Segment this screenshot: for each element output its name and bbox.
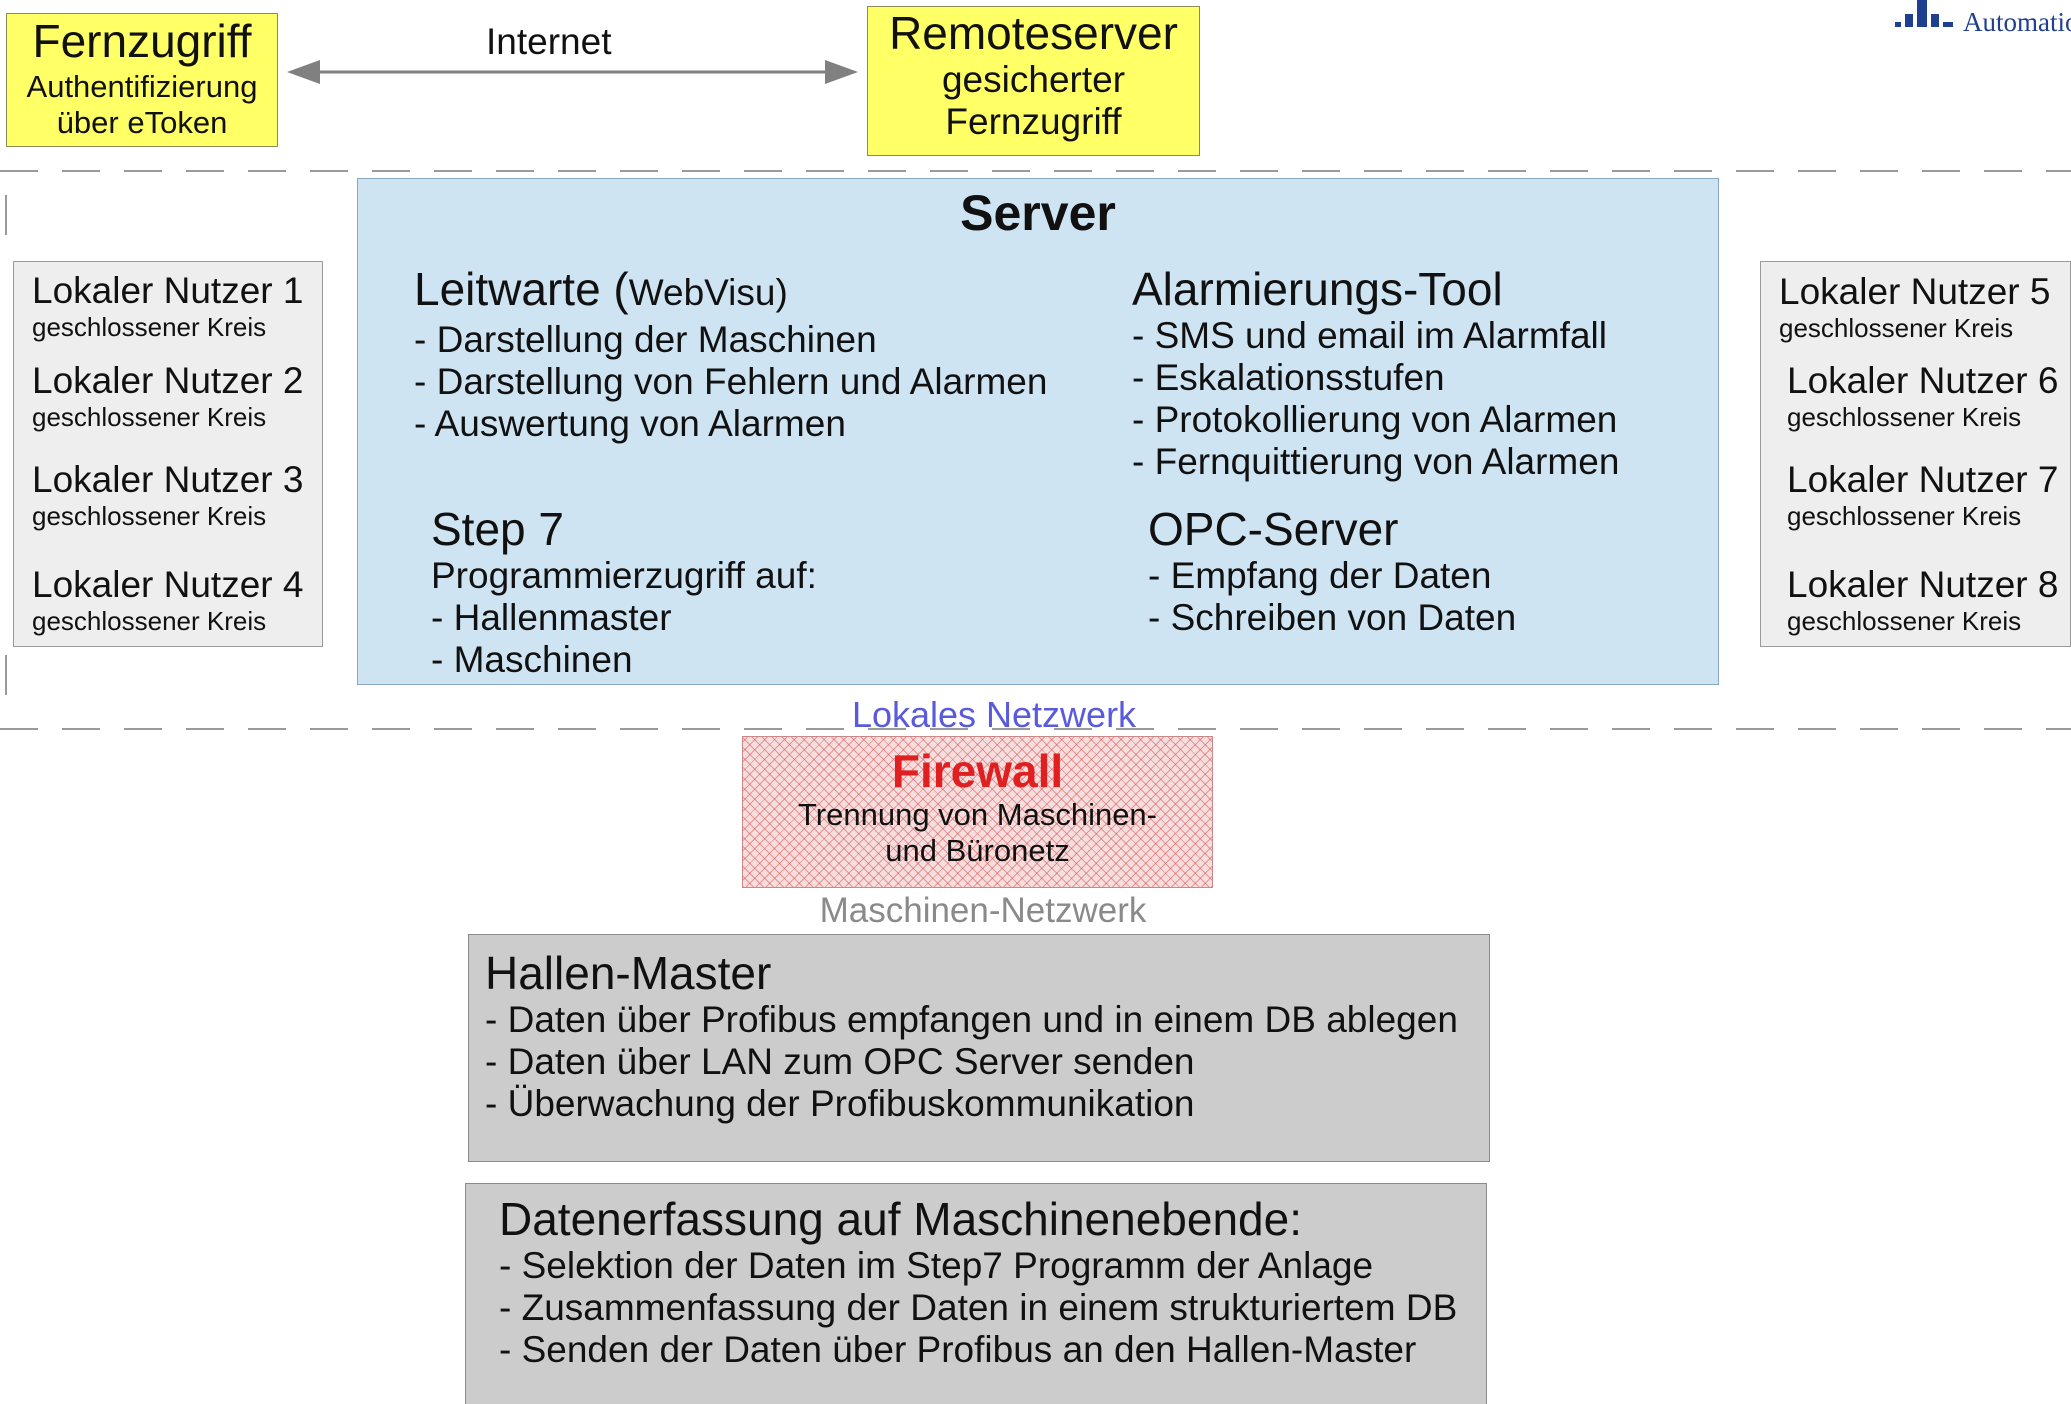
fernzugriff-line2: über eToken	[56, 105, 228, 141]
server-box: Server Leitwarte (WebVisu) - Darstellung…	[357, 178, 1719, 685]
firewall-box: Firewall Trennung von Maschinen- und Bür…	[742, 736, 1213, 888]
opc-section: OPC-Server - Empfang der Daten - Schreib…	[1148, 503, 1516, 639]
step7-item: - Hallenmaster	[431, 597, 672, 638]
leitwarte-title: Leitwarte (	[414, 263, 629, 315]
firewall-line1: Trennung von Maschinen-	[798, 797, 1157, 832]
local-user-sub: geschlossener Kreis	[32, 401, 267, 432]
remoteserver-line1: gesicherter	[941, 59, 1126, 100]
alarmierung-item: - SMS und email im Alarmfall	[1132, 315, 1607, 356]
local-user-sub: geschlossener Kreis	[32, 605, 267, 636]
local-user-6: Lokaler Nutzer 6 geschlossener Kreis	[1787, 360, 2058, 432]
alarmierung-title: Alarmierungs-Tool	[1132, 263, 1503, 315]
step7-title: Step 7	[431, 503, 564, 555]
step7-section: Step 7 Programmierzugriff auf: - Hallenm…	[431, 503, 817, 681]
leitwarte-item: - Darstellung von Fehlern und Alarmen	[414, 361, 1048, 402]
internet-label: Internet	[486, 21, 612, 62]
logo-bars-icon	[1895, 0, 1953, 27]
fernzugriff-line1: Authentifizierung	[26, 69, 258, 105]
hallen-master-item: - Daten über Profibus empfangen und in e…	[485, 999, 1458, 1040]
lokales-netzwerk-label: Lokales Netzwerk	[851, 694, 1137, 735]
local-user-name: Lokaler Nutzer 8	[1787, 564, 2059, 605]
local-user-name: Lokaler Nutzer 1	[32, 270, 304, 311]
local-user-7: Lokaler Nutzer 7 geschlossener Kreis	[1787, 459, 2058, 531]
leitwarte-title-suffix: WebVisu)	[628, 272, 788, 313]
firewall-line2: und Büronetz	[885, 833, 1070, 868]
local-user-name: Lokaler Nutzer 5	[1779, 271, 2051, 312]
step7-item: - Maschinen	[431, 639, 633, 680]
hallen-master-title: Hallen-Master	[485, 947, 772, 999]
alarmierung-section: Alarmierungs-Tool - SMS und email im Ala…	[1132, 263, 1619, 483]
local-user-name: Lokaler Nutzer 7	[1787, 459, 2059, 500]
local-user-1: Lokaler Nutzer 1 geschlossener Kreis	[32, 270, 303, 342]
firewall-title: Firewall	[891, 745, 1064, 797]
local-user-4: Lokaler Nutzer 4 geschlossener Kreis	[32, 564, 303, 636]
hallen-master-item: - Überwachung der Profibuskommunikation	[485, 1083, 1195, 1124]
fernzugriff-title: Fernzugriff	[32, 15, 252, 67]
local-user-3: Lokaler Nutzer 3 geschlossener Kreis	[32, 459, 303, 531]
datenerfassung-item: - Senden der Daten über Profibus an den …	[499, 1329, 1417, 1370]
local-users-left-panel: Lokaler Nutzer 1 geschlossener Kreis Lok…	[13, 261, 323, 647]
leitwarte-item: - Auswertung von Alarmen	[414, 403, 846, 444]
leitwarte-section: Leitwarte (WebVisu) - Darstellung der Ma…	[414, 263, 1047, 445]
opc-item: - Schreiben von Daten	[1148, 597, 1517, 638]
remoteserver-title: Remoteserver	[889, 7, 1178, 59]
server-title: Server	[960, 185, 1116, 241]
hallen-master-item: - Daten über LAN zum OPC Server senden	[485, 1041, 1195, 1082]
alarmierung-item: - Fernquittierung von Alarmen	[1132, 441, 1620, 482]
datenerfassung-item: - Selektion der Daten im Step7 Programm …	[499, 1245, 1374, 1286]
local-user-2: Lokaler Nutzer 2 geschlossener Kreis	[32, 360, 303, 432]
local-users-right-panel: Lokaler Nutzer 5 geschlossener Kreis Lok…	[1760, 261, 2071, 647]
local-user-name: Lokaler Nutzer 6	[1787, 360, 2059, 401]
local-user-sub: geschlossener Kreis	[1779, 312, 2014, 343]
local-user-8: Lokaler Nutzer 8 geschlossener Kreis	[1787, 564, 2058, 636]
fernzugriff-box: Fernzugriff Authentifizierung über eToke…	[6, 13, 278, 147]
local-user-name: Lokaler Nutzer 3	[32, 459, 304, 500]
alarmierung-item: - Eskalationsstufen	[1132, 357, 1445, 398]
company-logo: Automatio	[1895, 0, 2071, 40]
datenerfassung-box: Datenerfassung auf Maschinenebende: - Se…	[465, 1183, 1487, 1404]
local-user-sub: geschlossener Kreis	[32, 500, 267, 531]
opc-title: OPC-Server	[1148, 503, 1399, 555]
datenerfassung-title: Datenerfassung auf Maschinenebende:	[499, 1193, 1303, 1245]
alarmierung-item: - Protokollierung von Alarmen	[1132, 399, 1618, 440]
remoteserver-box: Remoteserver gesicherter Fernzugriff	[867, 6, 1200, 156]
datenerfassung-item: - Zusammenfassung der Daten in einem str…	[499, 1287, 1458, 1328]
local-user-sub: geschlossener Kreis	[32, 311, 267, 342]
local-user-name: Lokaler Nutzer 2	[32, 360, 304, 401]
step7-item: Programmierzugriff auf:	[431, 555, 817, 596]
local-user-sub: geschlossener Kreis	[1787, 500, 2022, 531]
logo-text: Automatio	[1963, 7, 2071, 37]
maschinen-netzwerk-label: Maschinen-Netzwerk	[819, 891, 1147, 930]
local-user-5: Lokaler Nutzer 5 geschlossener Kreis	[1779, 271, 2050, 343]
hallen-master-box: Hallen-Master - Daten über Profibus empf…	[468, 934, 1490, 1162]
opc-item: - Empfang der Daten	[1148, 555, 1492, 596]
local-user-sub: geschlossener Kreis	[1787, 401, 2022, 432]
local-user-sub: geschlossener Kreis	[1787, 605, 2022, 636]
leitwarte-item: - Darstellung der Maschinen	[414, 319, 877, 360]
local-user-name: Lokaler Nutzer 4	[32, 564, 304, 605]
remoteserver-line2: Fernzugriff	[945, 101, 1122, 142]
